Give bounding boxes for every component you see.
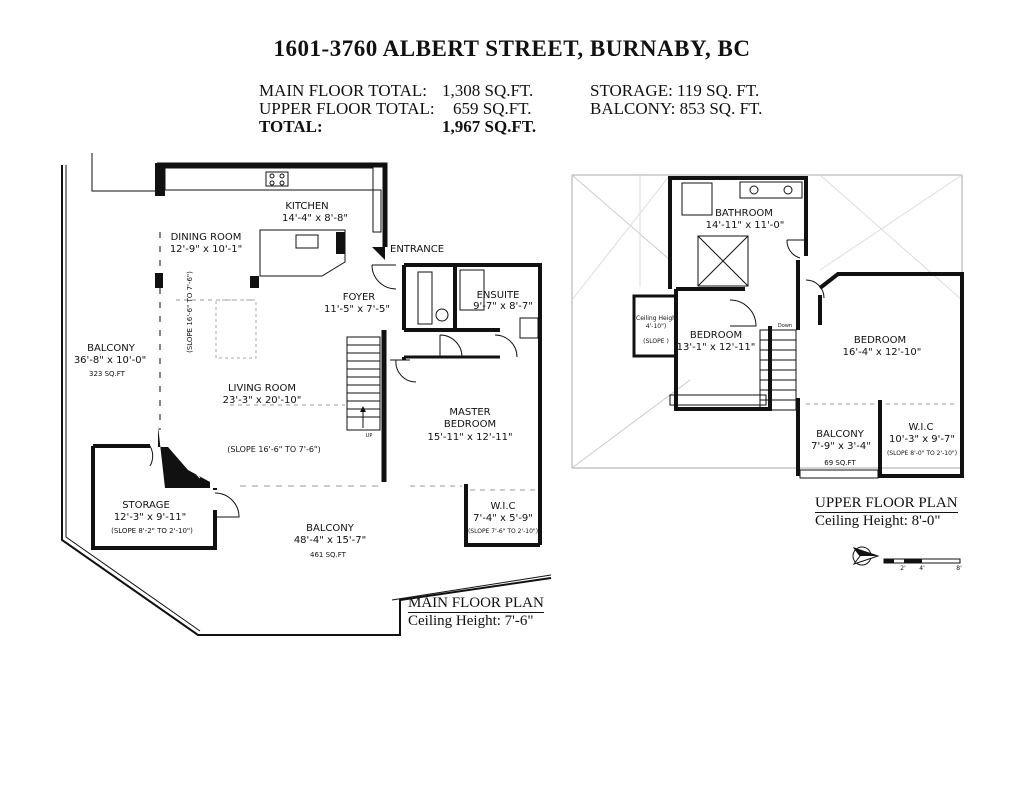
stair-up-label: UP [366, 433, 373, 439]
bathroom-dims: 14'-11" x 11'-0" [706, 220, 785, 231]
main-floor-plan: KITCHEN 14'-4" x 8'-8" DINING ROOM 12'-9… [61, 153, 552, 636]
stair-down-label: Down [778, 323, 792, 329]
bathroom-name: BATHROOM [715, 208, 773, 219]
entrance-door [371, 264, 397, 290]
scale-tick-4: 4' [919, 565, 925, 572]
north-arrow-icon [852, 546, 880, 566]
wic-name: W.I.C [490, 501, 515, 512]
bathroom-walls [668, 176, 808, 289]
scale-tick-8: 8' [956, 565, 962, 572]
ensuite-dims: 9'-7" x 8'-7" [473, 301, 533, 312]
wic-dims: 7'-4" x 5'-9" [473, 513, 533, 524]
storage-name: STORAGE [122, 500, 170, 511]
balcony-total: BALCONY: 853 SQ. FT. [590, 99, 763, 118]
grand-total-value: 1,967 SQ.FT. [442, 117, 537, 136]
ensuite-name: ENSUITE [477, 290, 520, 301]
main-floor-total-label: MAIN FLOOR TOTAL: [259, 81, 428, 100]
kitchen-walls [157, 162, 388, 247]
storage-dims: 12'-3" x 9'-11" [114, 512, 186, 523]
ceiling-note-line-2: 4'-10") [646, 323, 666, 330]
foyer-dims: 11'-5" x 7'-5" [324, 304, 390, 315]
balcony-bottom-dims: 48'-4" x 15'-7" [294, 535, 366, 546]
floor-totals: MAIN FLOOR TOTAL: 1,308 SQ.FT. UPPER FLO… [259, 82, 559, 136]
entrance-label: ENTRANCE [390, 244, 444, 255]
upper-floor-plan-label: UPPER FLOOR PLAN Ceiling Height: 8'-0" [815, 495, 958, 530]
upper-floor-plan: BATHROOM 14'-11" x 11'-0" BEDROOM 13'-1"… [571, 174, 964, 479]
storage-walls [91, 444, 217, 550]
kitchen-island [259, 229, 346, 277]
wic-slope: (SLOPE 7'-6" TO 2'-10") [468, 528, 538, 535]
upper-wic-name: W.I.C [908, 422, 933, 433]
upper-balcony-area: 69 SQ.FT [824, 459, 856, 467]
left-bedroom-name: BEDROOM [690, 330, 742, 341]
master-dims: 15'-11" x 12'-11" [427, 432, 512, 443]
upper-floor-total-label: UPPER FLOOR TOTAL: [259, 99, 435, 118]
balcony-outline [61, 165, 552, 636]
scale-bar: 2' 4' 8' [883, 558, 962, 572]
dining-dims: 12'-9" x 10'-1" [170, 244, 242, 255]
storage-slope: (SLOPE 8'-2" TO 2'-10") [111, 527, 193, 535]
ceiling-note-box [632, 294, 678, 358]
upper-balcony-name: BALCONY [816, 429, 865, 440]
living-dims: 23'-3" x 20'-10" [223, 395, 302, 406]
balcony-bottom-area: 461 SQ.FT [310, 551, 347, 559]
upper-floor-total-value: 659 SQ.FT. [453, 99, 532, 118]
dining-name: DINING ROOM [171, 232, 242, 243]
left-bedroom-dims: 13'-1" x 12'-11" [677, 342, 756, 353]
foyer-name: FOYER [343, 292, 376, 303]
master-name-2: BEDROOM [444, 419, 496, 430]
main-floor-total-value: 1,308 SQ.FT. [442, 81, 534, 100]
storage-total: STORAGE: 119 SQ. FT. [590, 81, 760, 100]
extra-totals: STORAGE: 119 SQ. FT. BALCONY: 853 SQ. FT… [590, 82, 810, 118]
ensuite-walls [402, 263, 542, 545]
balcony-left-area: 323 SQ.FT [89, 370, 126, 378]
fireplace [158, 426, 210, 488]
upper-floor-heading: UPPER FLOOR PLAN [815, 495, 958, 513]
main-floor-ceiling: Ceiling Height: 7'-6" [408, 613, 534, 629]
upper-stair [759, 329, 797, 411]
wic-walls [464, 484, 540, 547]
upper-balcony-rail [799, 469, 879, 479]
ceiling-note-line-1: (Ceiling Height [634, 315, 679, 322]
balcony-left-dims: 36'-8" x 10'-0" [74, 355, 146, 366]
ceiling-note-slope: (SLOPE ) [643, 338, 669, 345]
upper-floor-ceiling: Ceiling Height: 8'-0" [815, 513, 941, 529]
upper-wic-slope: (SLOPE 8'-0" TO 2'-10") [887, 450, 957, 457]
kitchen-name: KITCHEN [285, 201, 328, 212]
balcony-railing [65, 165, 201, 632]
living-name: LIVING ROOM [228, 383, 296, 394]
main-floor-heading: MAIN FLOOR PLAN [408, 595, 544, 613]
kitchen-counter [164, 167, 374, 191]
balcony-bottom-name: BALCONY [306, 523, 355, 534]
grand-total-label: TOTAL: [259, 117, 323, 136]
right-bedroom-dims: 16'-4" x 12'-10" [843, 347, 922, 358]
right-bedroom-walls [796, 260, 964, 478]
balcony-left-name: BALCONY [87, 343, 136, 354]
main-floor-plan-label: MAIN FLOOR PLAN Ceiling Height: 7'-6" [408, 595, 544, 630]
upper-wic-dims: 10'-3" x 9'-7" [889, 434, 955, 445]
master-name-1: MASTER [449, 407, 490, 418]
living-slope: (SLOPE 16'-6" TO 7'-6") [227, 445, 320, 454]
scale-tick-2: 2' [900, 565, 906, 572]
kitchen-dims: 14'-4" x 8'-8" [282, 213, 348, 224]
dining-slope: (SLOPE 16'-6" TO 7'-6") [186, 271, 194, 353]
right-bedroom-name: BEDROOM [854, 335, 906, 346]
plan-title: 1601-3760 ALBERT STREET, BURNABY, BC [273, 36, 751, 61]
upper-balcony-dims: 7'-9" x 3'-4" [811, 441, 871, 452]
main-stair [346, 336, 381, 431]
